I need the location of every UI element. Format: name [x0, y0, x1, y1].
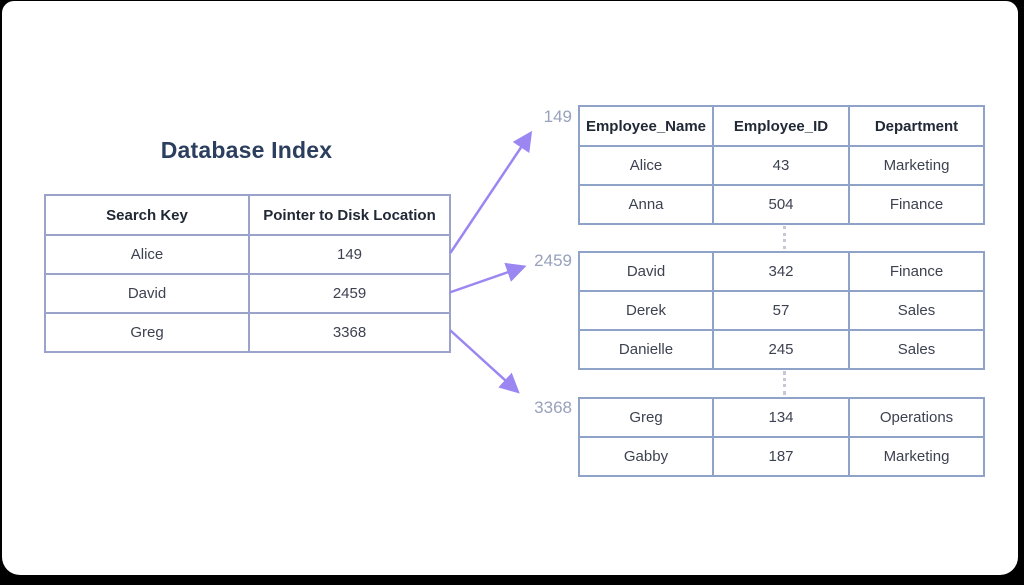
disk-header-employee-name: Employee_Name [578, 105, 714, 147]
disk-dept-cell: Finance [848, 184, 985, 225]
index-key-cell: David [44, 273, 250, 314]
table-row: Anna 504 Finance [578, 184, 985, 225]
arrow-icon-149 [449, 130, 533, 254]
disk-header-row: Employee_Name Employee_ID Department [578, 105, 985, 147]
diagram-card: Database Index Search Key Pointer to Dis… [2, 1, 1018, 575]
table-row: Danielle 245 Sales [578, 329, 985, 370]
index-key-cell: Greg [44, 312, 250, 353]
index-header-search-key: Search Key [44, 194, 250, 236]
index-table: Search Key Pointer to Disk Location Alic… [44, 194, 451, 353]
disk-id-cell: 134 [712, 397, 850, 438]
table-row: David 2459 [44, 273, 451, 314]
disk-id-cell: 245 [712, 329, 850, 370]
disk-dept-cell: Sales [848, 290, 985, 331]
disk-block-2459: David 342 Finance Derek 57 Sales Daniell… [578, 251, 985, 370]
disk-id-cell: 57 [712, 290, 850, 331]
disk-id-cell: 187 [712, 436, 850, 477]
disk-name-cell: David [578, 251, 714, 292]
table-row: David 342 Finance [578, 251, 985, 292]
pointer-label-2459: 2459 [534, 251, 572, 270]
table-row: Greg 3368 [44, 312, 451, 353]
index-header-pointer: Pointer to Disk Location [248, 194, 451, 236]
disk-dept-cell: Operations [848, 397, 985, 438]
disk-dept-cell: Sales [848, 329, 985, 370]
index-header-row: Search Key Pointer to Disk Location [44, 194, 451, 236]
table-row: Alice 43 Marketing [578, 145, 985, 186]
pointer-label-149: 149 [543, 107, 572, 126]
disk-dept-cell: Marketing [848, 145, 985, 186]
disk-block-3368: Greg 134 Operations Gabby 187 Marketing [578, 397, 985, 477]
table-row: Gabby 187 Marketing [578, 436, 985, 477]
index-pointer-cell: 2459 [248, 273, 451, 314]
disk-name-cell: Gabby [578, 436, 714, 477]
disk-name-cell: Anna [578, 184, 714, 225]
page-title: Database Index [160, 137, 333, 163]
arrow-icon-3368 [449, 329, 520, 394]
disk-header-department: Department [848, 105, 985, 147]
dotted-connector [783, 371, 786, 395]
table-row: Greg 134 Operations [578, 397, 985, 438]
disk-name-cell: Danielle [578, 329, 714, 370]
pointer-label-3368: 3368 [534, 398, 572, 417]
disk-name-cell: Greg [578, 397, 714, 438]
disk-block-149: Employee_Name Employee_ID Department Ali… [578, 105, 985, 225]
table-row: Alice 149 [44, 234, 451, 275]
disk-id-cell: 342 [712, 251, 850, 292]
disk-name-cell: Derek [578, 290, 714, 331]
index-key-cell: Alice [44, 234, 250, 275]
disk-name-cell: Alice [578, 145, 714, 186]
disk-header-employee-id: Employee_ID [712, 105, 850, 147]
dotted-connector [783, 226, 786, 249]
index-pointer-cell: 149 [248, 234, 451, 275]
index-pointer-cell: 3368 [248, 312, 451, 353]
disk-dept-cell: Finance [848, 251, 985, 292]
disk-id-cell: 43 [712, 145, 850, 186]
disk-id-cell: 504 [712, 184, 850, 225]
disk-dept-cell: Marketing [848, 436, 985, 477]
table-row: Derek 57 Sales [578, 290, 985, 331]
